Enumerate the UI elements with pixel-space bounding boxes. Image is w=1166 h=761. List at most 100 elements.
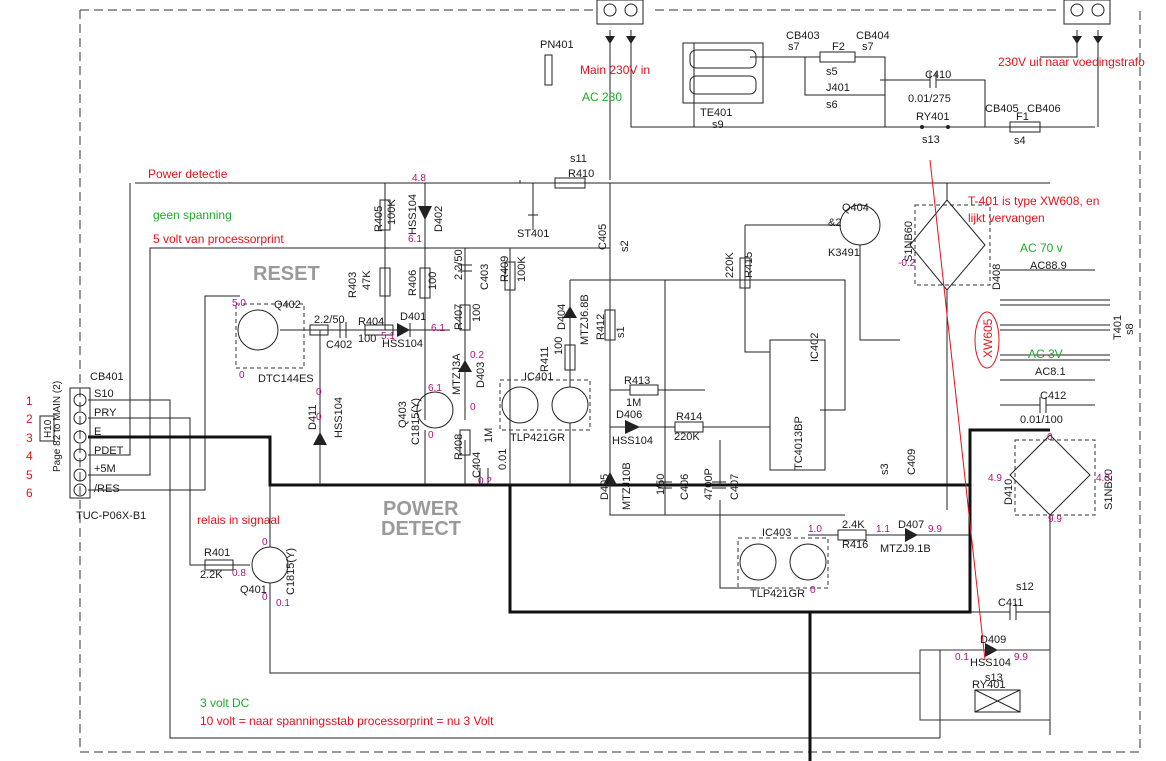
board-outline	[79, 10, 1141, 753]
mains-connector-right	[1063, 0, 1111, 25]
svg-text:R405: R405	[373, 206, 385, 232]
power-detect-note: Power detectie	[148, 167, 228, 181]
svg-text:D407: D407	[898, 519, 924, 531]
svg-text:0.2: 0.2	[470, 350, 484, 361]
svg-text:MTZJ10B: MTZJ10B	[621, 462, 633, 510]
svg-text:Q404: Q404	[842, 202, 869, 214]
svg-text:PN401: PN401	[540, 39, 574, 51]
ic401-optocoupler	[501, 386, 539, 424]
svg-text:s13: s13	[985, 672, 1003, 684]
svg-text:AC8.1: AC8.1	[1035, 366, 1066, 378]
svg-text:D410: D410	[1003, 479, 1015, 505]
svg-text:HSS104: HSS104	[407, 194, 419, 235]
svg-text:s5: s5	[826, 66, 838, 78]
svg-text:&2: &2	[828, 217, 841, 229]
svg-text:4700P: 4700P	[703, 468, 715, 500]
svg-text:F1: F1	[1016, 111, 1029, 123]
svg-text:F2: F2	[832, 41, 845, 53]
svg-text:PDET: PDET	[94, 445, 124, 457]
svg-text:C412: C412	[1040, 390, 1066, 402]
svg-text:D406: D406	[616, 409, 642, 421]
svg-text:D402: D402	[433, 206, 445, 232]
svg-text:0.01: 0.01	[497, 449, 509, 470]
svg-text:s6: s6	[826, 99, 838, 111]
ten-volt-note: 10 volt = naar spanningsstab processorpr…	[200, 714, 494, 728]
svg-text:2.2K: 2.2K	[200, 569, 223, 581]
five-volt-note: 5 volt van processorprint	[153, 232, 284, 246]
svg-text:R408: R408	[453, 434, 465, 460]
svg-text:6.1: 6.1	[431, 323, 445, 334]
svg-text:MTZJ6.8B: MTZJ6.8B	[579, 294, 591, 345]
svg-text:C407: C407	[729, 474, 741, 500]
svg-text:D411: D411	[307, 405, 319, 430]
svg-text:s2: s2	[619, 240, 631, 252]
ac-70-note: AC 70 v	[1020, 241, 1063, 255]
svg-text:D404: D404	[556, 304, 568, 330]
svg-text:0.1: 0.1	[955, 652, 969, 663]
ry401-coil	[974, 689, 1021, 713]
svg-text:0: 0	[316, 412, 322, 423]
ac-230-note: AC 230	[582, 90, 622, 104]
svg-text:R416: R416	[842, 539, 868, 551]
t401-transformer	[1000, 269, 1110, 381]
svg-text:MTZJ3A: MTZJ3A	[451, 353, 463, 395]
svg-text:0.01/100: 0.01/100	[1020, 414, 1063, 426]
svg-text:ST401: ST401	[517, 228, 549, 240]
svg-text:100K: 100K	[386, 199, 398, 225]
svg-text:S10: S10	[94, 388, 114, 400]
reset-block-label: RESET	[253, 263, 320, 285]
svg-text:s4: s4	[1014, 135, 1026, 147]
svg-text:IC402: IC402	[809, 333, 821, 362]
svg-text:R412: R412	[595, 314, 607, 340]
relais-note: relais in signaal	[197, 513, 280, 527]
svg-text:C404: C404	[471, 452, 483, 478]
svg-text:CB405: CB405	[985, 103, 1019, 115]
svg-text:S1NB20: S1NB20	[1103, 469, 1115, 510]
svg-text:Q402: Q402	[274, 299, 301, 311]
svg-text:D408: D408	[991, 264, 1003, 290]
svg-text:2.4K: 2.4K	[842, 519, 865, 531]
svg-text:K3491: K3491	[828, 247, 860, 259]
q402-transistor	[237, 309, 279, 351]
svg-text:0.1: 0.1	[276, 598, 290, 609]
svg-text:s11: s11	[570, 153, 587, 165]
svg-text:TC4013BP: TC4013BP	[793, 416, 805, 470]
voltage-readings: 4.8 6.1 5.0 5.1 6.1 0 0 0 6.1 0 0.2 0.2 …	[232, 173, 1110, 663]
svg-text:C1815(Y): C1815(Y)	[285, 548, 297, 595]
page-box: H10	[43, 419, 54, 438]
svg-text:s8: s8	[1124, 323, 1136, 335]
svg-text:9.9: 9.9	[1014, 652, 1028, 663]
svg-text:1/50: 1/50	[655, 474, 667, 495]
cb401-connector	[69, 387, 91, 499]
svg-text:s3: s3	[879, 463, 891, 475]
component-labels: PN401 TE401 s9 CB403 CB404 s7 s7 F2 s5 J…	[200, 30, 1136, 691]
svg-text:C1815(Y): C1815(Y)	[410, 398, 422, 445]
svg-text:R409: R409	[499, 256, 511, 282]
svg-text:C405: C405	[597, 224, 609, 250]
svg-text:1M: 1M	[483, 428, 495, 443]
detect-block-label: DETECT	[381, 518, 461, 540]
svg-text:Q401: Q401	[240, 584, 267, 596]
svg-text:HSS104: HSS104	[382, 338, 423, 350]
svg-text:2: 2	[26, 412, 33, 426]
svg-text:1: 1	[26, 394, 33, 408]
ic403-optocoupler	[739, 543, 777, 581]
svg-text:1.0: 1.0	[808, 524, 822, 535]
svg-text:IC401: IC401	[524, 371, 553, 383]
svg-text:RY401: RY401	[916, 111, 949, 123]
svg-text:0: 0	[316, 387, 322, 398]
svg-text:HSS104: HSS104	[970, 657, 1011, 669]
svg-text:0: 0	[262, 537, 268, 548]
svg-text:R404: R404	[358, 316, 384, 328]
svg-text:s12: s12	[1016, 581, 1034, 593]
svg-text:6.1: 6.1	[408, 234, 422, 245]
svg-text:TLP421GR: TLP421GR	[750, 588, 805, 600]
svg-text:D401: D401	[400, 311, 426, 323]
geen-spanning-note: geen spanning	[153, 208, 232, 222]
cb401-part: TUC-P06X-B1	[76, 510, 146, 522]
svg-text:220K: 220K	[724, 252, 736, 278]
svg-text:MTZJ9.1B: MTZJ9.1B	[880, 543, 931, 555]
svg-text:3: 3	[26, 431, 33, 445]
svg-text:RY401: RY401	[972, 679, 1005, 691]
